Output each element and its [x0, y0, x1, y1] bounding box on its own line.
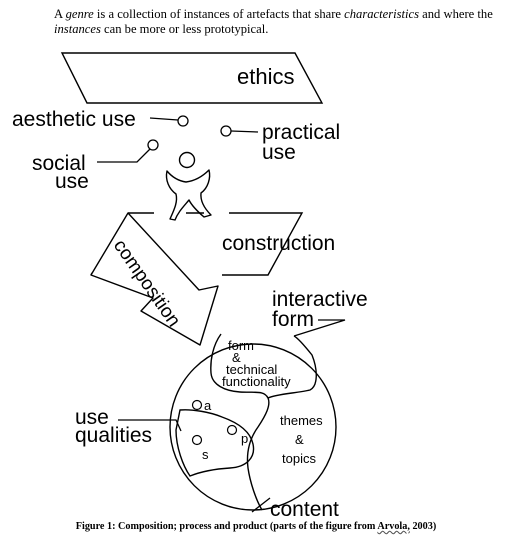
- form-region-right: [267, 335, 317, 399]
- quality-a-circle: [191, 399, 203, 411]
- caption-year: 2003): [409, 521, 437, 532]
- themes-label: themes: [280, 413, 323, 428]
- caption-main: Figure 1: Composition; process and produ…: [75, 521, 378, 532]
- intro-instances-term: instances: [54, 22, 101, 36]
- practical-use-circle: [220, 125, 232, 137]
- composition-arrow: [90, 212, 219, 346]
- social-label: social: [32, 152, 86, 175]
- construction-label: construction: [222, 232, 335, 255]
- figure-caption: Figure 1: Composition; process and produ…: [0, 521, 512, 532]
- ethics-label: ethics: [237, 64, 294, 89]
- use-qualities-region: [175, 409, 255, 477]
- product-circle: [169, 343, 337, 511]
- quality-p-label: p: [241, 431, 248, 446]
- social-use-leader: [97, 148, 151, 163]
- quality-p-circle: [226, 424, 238, 436]
- inner-technical-label: technical: [226, 362, 277, 377]
- form-label: form: [272, 308, 314, 331]
- topics-label: topics: [282, 451, 316, 466]
- quality-s-circle: [191, 434, 203, 446]
- ethics-plane: [60, 52, 324, 104]
- practical-use-leader: [230, 130, 259, 133]
- intro-paragraph: A genre is a collection of instances of …: [54, 7, 506, 37]
- content-label: content: [270, 498, 339, 521]
- interactive-form-leader: [293, 319, 346, 337]
- content-leader: [251, 497, 271, 513]
- intro-characteristics-term: characteristics: [344, 7, 420, 21]
- qualities-label: qualities: [75, 424, 152, 447]
- inner-functionality-label: functionality: [222, 374, 291, 389]
- construction-plane: [90, 212, 304, 276]
- intro-text-3: and where the: [419, 7, 493, 21]
- themes-amp-label: &: [295, 432, 304, 447]
- intro-text-2: is a collection of instances of artefact…: [93, 7, 345, 21]
- quality-a-label: a: [204, 398, 212, 413]
- intro-text-1: A: [54, 7, 66, 21]
- use-qualities-leader: [118, 419, 182, 432]
- caption-author: Arvola,: [377, 521, 410, 532]
- social-use-circle: [147, 139, 159, 151]
- intro-text-4: can be more or less prototypical.: [100, 22, 269, 36]
- aesthetic-use-circle: [177, 115, 189, 127]
- inner-amp-label: &: [232, 350, 241, 365]
- aesthetic-use-leader: [149, 117, 179, 121]
- practical-use-label: use: [262, 141, 296, 164]
- human-figure-icon: [165, 151, 212, 221]
- social-use-label: use: [55, 170, 89, 193]
- inner-form-label: form: [228, 338, 254, 353]
- practical-label: practical: [262, 121, 340, 144]
- intro-genre-term: genre: [65, 7, 94, 21]
- use-label: use: [75, 406, 109, 429]
- quality-s-label: s: [202, 447, 209, 462]
- aesthetic-use-label: aesthetic use: [12, 108, 136, 131]
- interactive-label: interactive: [272, 288, 368, 311]
